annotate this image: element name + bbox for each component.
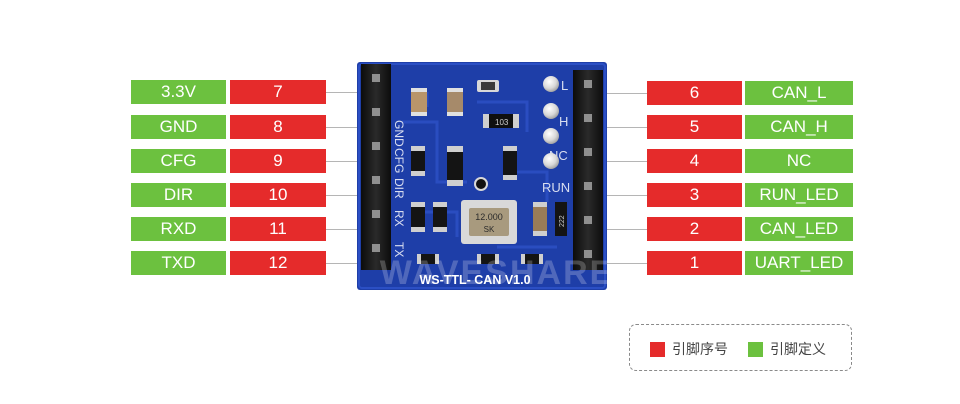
pin-name-label: CAN_L: [745, 81, 853, 105]
silk-run: RUN: [542, 180, 570, 195]
pin-number-label: 3: [647, 183, 742, 207]
resistors: 103 222: [411, 114, 567, 264]
led-pad: [543, 128, 559, 144]
capacitor: [481, 82, 495, 90]
pin-name-label: UART_LED: [745, 251, 853, 275]
pin-name-label: DIR: [131, 183, 226, 207]
capacitor: [447, 88, 463, 116]
resistor: [411, 146, 425, 176]
mounting-hole: [474, 177, 488, 191]
pin-number-label: 2: [647, 217, 742, 241]
pin-number-label: 5: [647, 115, 742, 139]
pin-number-label: 11: [230, 217, 326, 241]
pcb-edge: [358, 63, 606, 289]
resistor-222: [555, 202, 567, 236]
silk-h: H: [559, 114, 568, 129]
left-header: [361, 64, 391, 270]
capacitor: [411, 112, 427, 116]
lead-line: [590, 161, 647, 162]
pin-name-label: CFG: [131, 149, 226, 173]
pin-number-label: 12: [230, 251, 326, 275]
pin-name-label: CAN_H: [745, 115, 853, 139]
resistor: [417, 254, 439, 264]
resistor: [533, 202, 547, 236]
pin-name-label: 3.3V: [131, 80, 226, 104]
lead-line: [590, 127, 647, 128]
pin-name-label: NC: [745, 149, 853, 173]
lead-line: [326, 161, 374, 162]
lead-line: [326, 229, 374, 230]
crystal-mark: SK: [484, 225, 495, 234]
pin-definition-swatch: [748, 342, 763, 357]
resistor-label: 103: [495, 118, 509, 127]
crystal: 12.000 SK: [461, 200, 517, 244]
capacitor: [447, 88, 463, 92]
led-pads: [543, 76, 559, 169]
led-pad: [543, 76, 559, 92]
pin-number-label: 9: [230, 149, 326, 173]
resistor: [411, 202, 425, 232]
pcb-board: GND CFG DIR RX TX L H NC RUN 103: [357, 62, 607, 290]
pin-number-label: 1: [647, 251, 742, 275]
lead-line: [326, 195, 374, 196]
pin-number-label: 4: [647, 149, 742, 173]
resistor-103: [483, 114, 519, 128]
watermark-text: WAVESHARE: [380, 254, 607, 290]
lead-line: [590, 229, 647, 230]
capacitors: [411, 80, 499, 116]
capacitor: [411, 88, 427, 92]
resistor: [503, 146, 517, 180]
lead-line: [326, 92, 374, 93]
silk-cfg: CFG: [392, 148, 406, 173]
pin-number-label: 7: [230, 80, 326, 104]
silk-tx: TX: [392, 242, 406, 257]
led-pad: [543, 153, 559, 169]
pin-name-label: CAN_LED: [745, 217, 853, 241]
pin-number-label: 10: [230, 183, 326, 207]
pin-definition-legend-text: 引脚定义: [770, 341, 826, 357]
resistor: [521, 254, 543, 264]
lead-line: [590, 195, 647, 196]
silk-gnd: GND: [392, 120, 406, 147]
resistor: [433, 202, 447, 232]
pin-name-label: RUN_LED: [745, 183, 853, 207]
capacitor: [447, 112, 463, 116]
pin-name-label: RXD: [131, 217, 226, 241]
capacitor: [411, 88, 427, 116]
legend: 引脚序号 引脚定义: [629, 324, 852, 371]
resistor: [447, 146, 463, 186]
lead-line: [590, 93, 647, 94]
silk-dir: DIR: [392, 178, 406, 199]
pin-name-label: GND: [131, 115, 226, 139]
resistor: [477, 254, 499, 264]
pin-number-swatch: [650, 342, 665, 357]
pin-number-legend-text: 引脚序号: [672, 341, 728, 357]
lead-line: [326, 263, 374, 264]
lead-line: [590, 263, 647, 264]
crystal-freq: 12.000: [475, 212, 503, 222]
silk-l: L: [561, 78, 568, 93]
left-silkscreen: GND CFG DIR RX TX: [392, 120, 406, 257]
board-title: WS-TTL- CAN V1.0: [419, 273, 530, 287]
led-pad: [543, 103, 559, 119]
silk-rx: RX: [392, 210, 406, 227]
pin-number-label: 8: [230, 115, 326, 139]
lead-line: [326, 127, 374, 128]
pin-number-label: 6: [647, 81, 742, 105]
resistor-label: 222: [559, 215, 566, 227]
pin-name-label: TXD: [131, 251, 226, 275]
right-header: [573, 70, 603, 270]
